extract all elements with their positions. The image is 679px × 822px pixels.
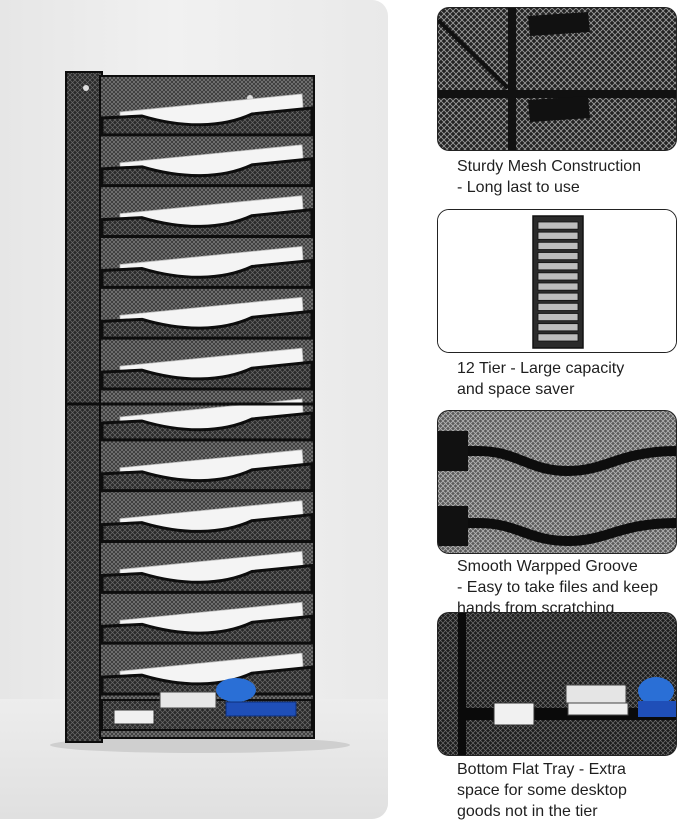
tier-pocket [100,208,314,238]
tier-pocket [100,411,314,442]
tier-pocket [100,106,314,137]
tier-pocket [100,462,314,493]
tier-pocket [100,513,314,543]
feature-caption-tray: Bottom Flat Tray - Extra space for some … [457,759,679,822]
thumb-tier [537,272,579,281]
tier-pocket [100,309,314,340]
caption-line: space for some desktop [457,782,627,799]
tray-detail-image [437,612,677,756]
caption-line: goods not in the tier [457,803,598,820]
wall-file-organizer-illustration [50,71,350,753]
thumb-tier [537,313,579,322]
tier-pocket [100,665,314,696]
tier-pocket [100,157,314,188]
thumb-tier [537,323,579,332]
feature-caption-capacity: 12 Tier - Large capacity and space saver [457,358,679,400]
thumb-tier [537,221,579,230]
thumb-tier [537,231,579,240]
thumb-tier [537,292,579,301]
caption-line: Bottom Flat Tray - Extra [457,761,626,778]
caption-line: - Easy to take files and keep [457,579,658,596]
groove-detail-image [437,410,677,554]
feature-caption-mesh: Sturdy Mesh Construction - Long last to … [457,156,679,198]
tier-pocket [100,258,314,289]
thumb-tier [537,252,579,261]
caption-line: Smooth Warpped Groove [457,558,638,575]
product-hero-image [0,0,388,819]
caption-line: and space saver [457,381,575,398]
thumb-tier [537,262,579,271]
tier-pocket [100,563,314,594]
thumb-tier [537,302,579,311]
tier-pocket [100,360,314,391]
thumb-tier [537,241,579,250]
caption-line: - Long last to use [457,179,580,196]
thumb-tier [537,282,579,291]
organizer-thumbnail [437,209,677,353]
mesh-detail-image [437,7,677,151]
caption-line: Sturdy Mesh Construction [457,158,642,175]
tier-stack [100,93,314,696]
caption-line: 12 Tier - Large capacity [457,360,625,377]
thumb-tier [537,333,579,342]
tier-pocket [100,614,314,645]
feature-caption-groove: Smooth Warpped Groove - Easy to take fil… [457,556,679,619]
